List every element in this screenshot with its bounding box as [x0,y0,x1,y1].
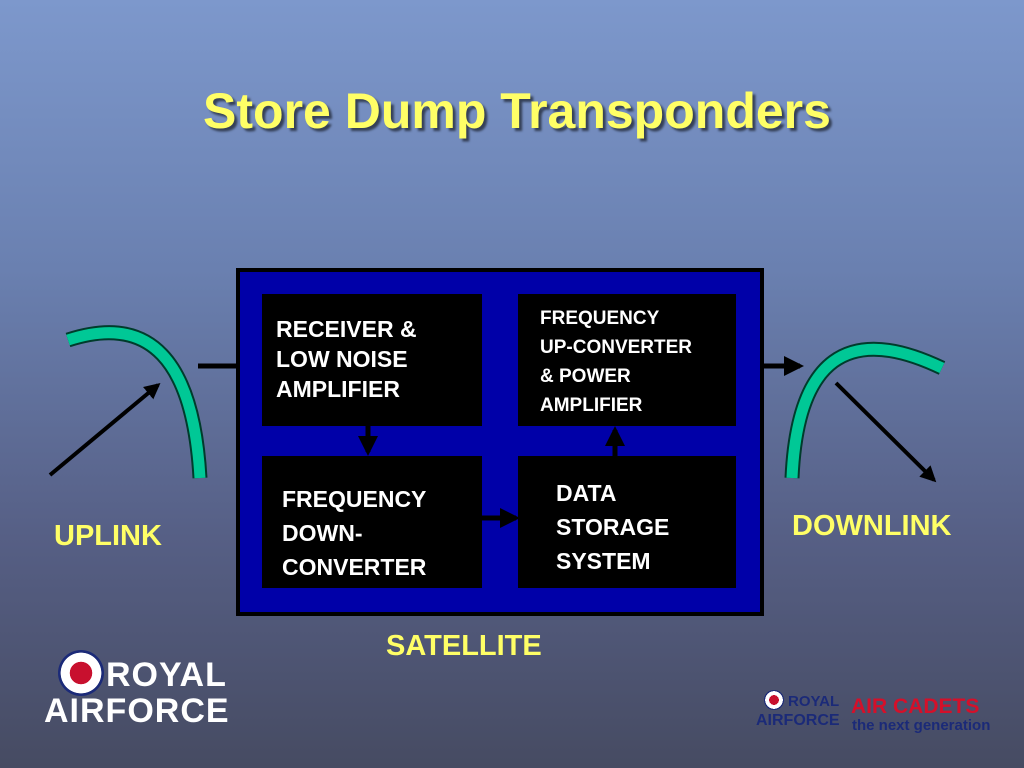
air-cadets-logo: ROYAL AIRFORCE AIR CADETS the next gener… [756,690,996,740]
receiver-lna-block: RECEIVER & LOW NOISE AMPLIFIER [262,294,482,426]
upconverter-pa-block: FREQUENCY UP-CONVERTER & POWER AMPLIFIER [518,294,736,426]
uplink-arrow [48,382,161,477]
downlink-arrow [834,381,937,483]
slide-title: Store Dump Transponders [203,83,831,139]
raf-roundel-icon [58,650,104,696]
raf-logo: ROYAL AIRFORCE [44,650,229,730]
downconverter-block: FREQUENCY DOWN- CONVERTER [262,456,482,588]
cadets-logo-title: AIR CADETS [851,695,980,718]
raf-logo-airforce: AIRFORCE [44,692,230,730]
cadets-logo-royal: ROYAL [788,693,840,710]
data-storage-block: DATA STORAGE SYSTEM [518,456,736,588]
cadets-logo-tagline: the next generation [852,717,991,734]
uplink-label: UPLINK [54,520,162,552]
raf-logo-royal: ROYAL [106,656,227,694]
satellite-label: SATELLITE [386,630,542,662]
cadets-roundel-icon [764,690,784,710]
downlink-label: DOWNLINK [792,510,952,542]
cadets-logo-airforce: AIRFORCE [756,712,840,729]
